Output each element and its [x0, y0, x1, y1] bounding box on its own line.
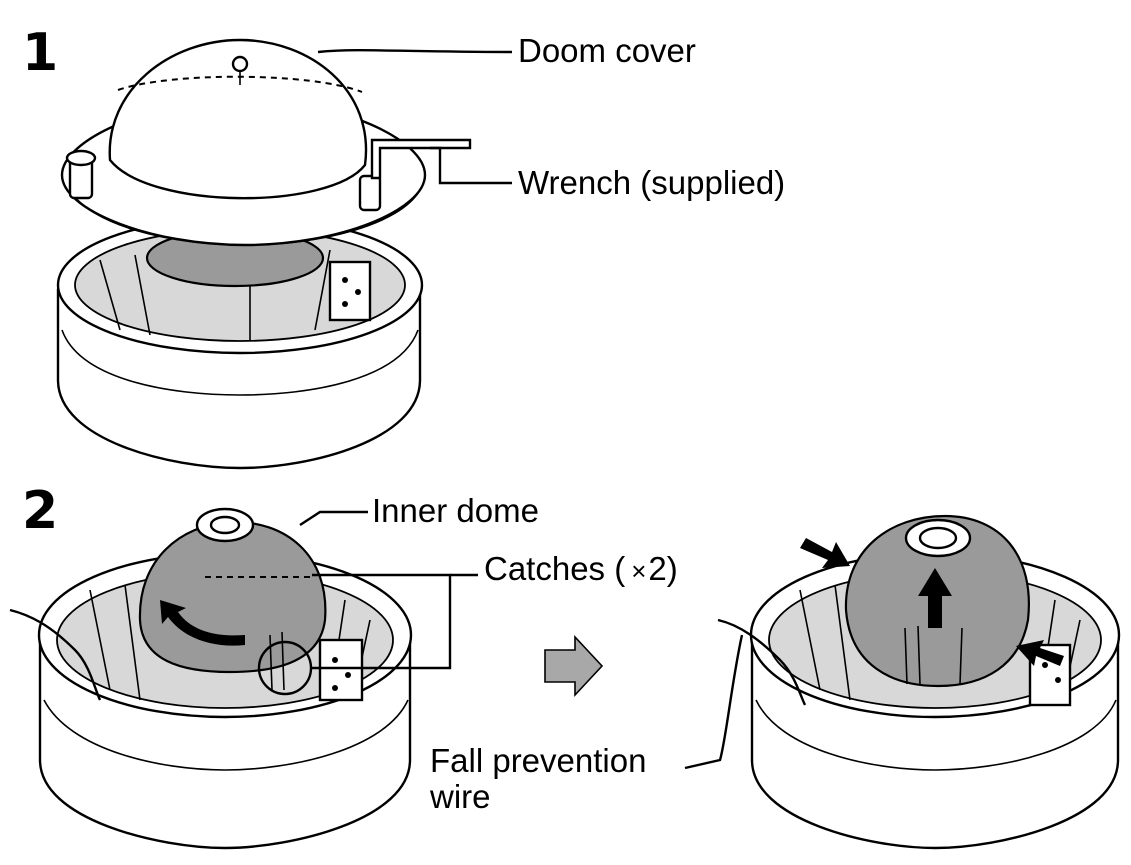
step-1-number: 1 [22, 23, 58, 83]
catches-label-suffix: 2) [648, 550, 677, 587]
fall-prevention-label-line2: wire [429, 778, 491, 815]
step-transition-arrow-icon [544, 634, 604, 698]
doom-cover-label: Doom cover [518, 32, 696, 69]
step-2-camera-right [684, 514, 1121, 850]
catches-label-prefix: Catches ( [484, 550, 625, 587]
wrench-label: Wrench (supplied) [518, 164, 785, 201]
lift-up-arrow-icon [918, 568, 952, 628]
press-arrow-icon [1016, 640, 1064, 666]
catches-label: Catches (×2) [484, 550, 678, 587]
inner-dome-label: Inner dome [372, 492, 539, 529]
step-2-number: 2 [22, 481, 58, 541]
rotate-arrow-icon [160, 600, 245, 646]
fall-prevention-label-line1: Fall prevention [430, 742, 646, 779]
step-1-camera [56, 38, 513, 470]
step-2-camera-left [9, 507, 478, 850]
press-arrow-icon [800, 538, 850, 568]
catches-label-times: × [631, 556, 646, 586]
